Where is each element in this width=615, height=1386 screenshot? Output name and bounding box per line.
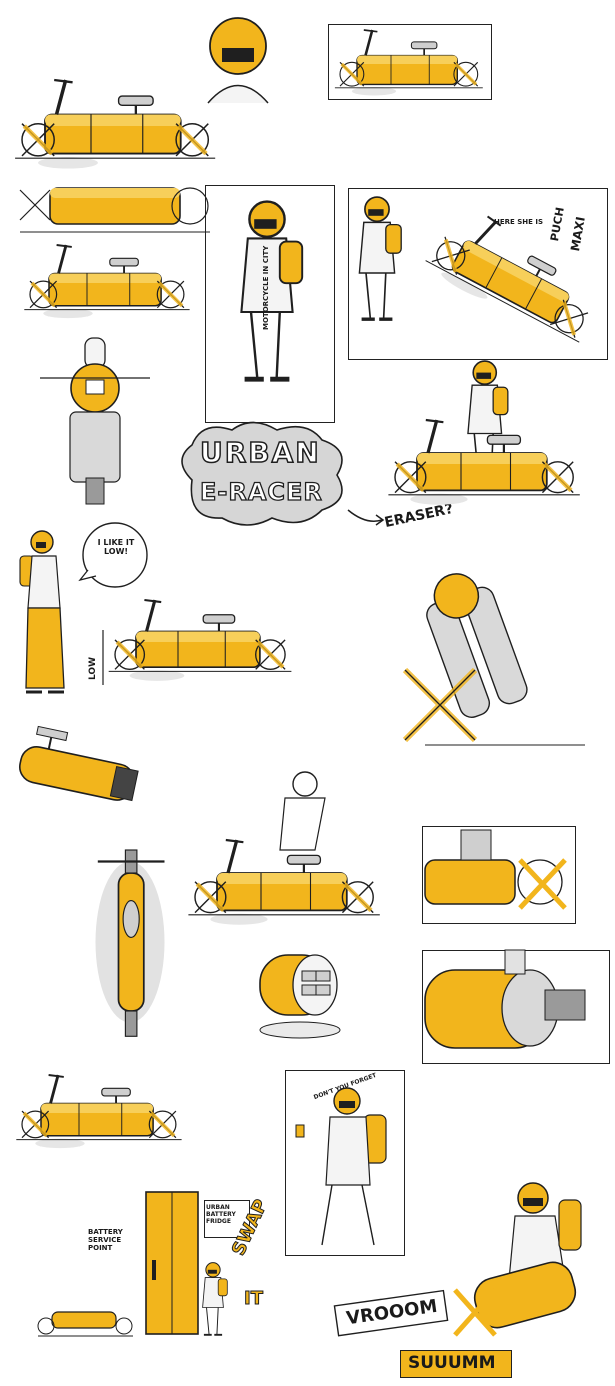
suuumm-banner — [400, 1350, 512, 1378]
sketch-frame-top-right — [328, 24, 492, 100]
title-cloud — [181, 421, 343, 526]
racer-side-sketch-2 — [19, 187, 210, 233]
racer-side-sketch-3 — [22, 243, 192, 321]
battery-pack-sketch — [259, 954, 341, 1039]
small-racer-sketch — [37, 1311, 133, 1337]
fridge-sign-frame — [204, 1200, 250, 1238]
title-line-1: URBAN — [199, 435, 321, 470]
rider-standing-sketch — [235, 200, 315, 400]
rider-standing-side-sketch — [19, 530, 65, 694]
sketch-frame-rider-standing — [205, 185, 335, 423]
racer-angled-sketch — [430, 235, 600, 345]
racer-side-sketch-1 — [22, 80, 222, 170]
sketch-frame-puch-maxi — [348, 188, 608, 360]
rider-swapping-sketch — [201, 1261, 229, 1336]
sketch-frame-rider-phone — [285, 1070, 405, 1256]
battery-fridge-sketch — [145, 1191, 199, 1335]
racer-rear-perspective-sketch — [402, 573, 585, 746]
arrow-to-eraser — [347, 509, 385, 526]
speech-bubble — [78, 522, 148, 588]
racer-side-sketch-4 — [14, 1073, 184, 1151]
racer-body-perspective-sketch — [19, 725, 139, 802]
rider-on-racer-front-sketch — [453, 1182, 582, 1337]
racer-side-low-sketch — [102, 590, 305, 685]
urban-battery-fridge-note: URBAN BATTERY FRIDGE — [206, 1204, 236, 1225]
rider-on-racer-sketch-2 — [185, 771, 395, 920]
rider-with-phone-sketch — [295, 1087, 387, 1246]
low-dimension-label: LOW — [88, 657, 98, 680]
title-line-2: E-RACER — [199, 477, 323, 506]
racer-front-view-sketch — [40, 337, 150, 505]
racer-battery-detail-sketch — [424, 949, 586, 1049]
suuumm-label: SUUUMM — [408, 1353, 496, 1373]
helmet-portrait-sketch — [207, 17, 269, 104]
like-it-low-text: I LIKE IT LOW! — [97, 538, 135, 556]
racer-top-view-sketch — [94, 848, 166, 1038]
sketch-frame-rear-detail — [422, 826, 576, 924]
rider-on-racer-sketch — [385, 359, 585, 510]
vertical-note: MOTORCYCLE IN CITY — [262, 245, 270, 330]
racer-side-sketch-framed — [333, 28, 485, 98]
rider-crouching-sketch — [357, 195, 403, 321]
here-she-is-note: HERE SHE IS — [494, 218, 544, 226]
it-label: IT — [244, 1288, 264, 1310]
vrooom-banner — [333, 1289, 449, 1337]
racer-rear-detail-sketch — [424, 829, 567, 910]
battery-service-note: BATTERY SERVICE POINT — [88, 1228, 123, 1252]
